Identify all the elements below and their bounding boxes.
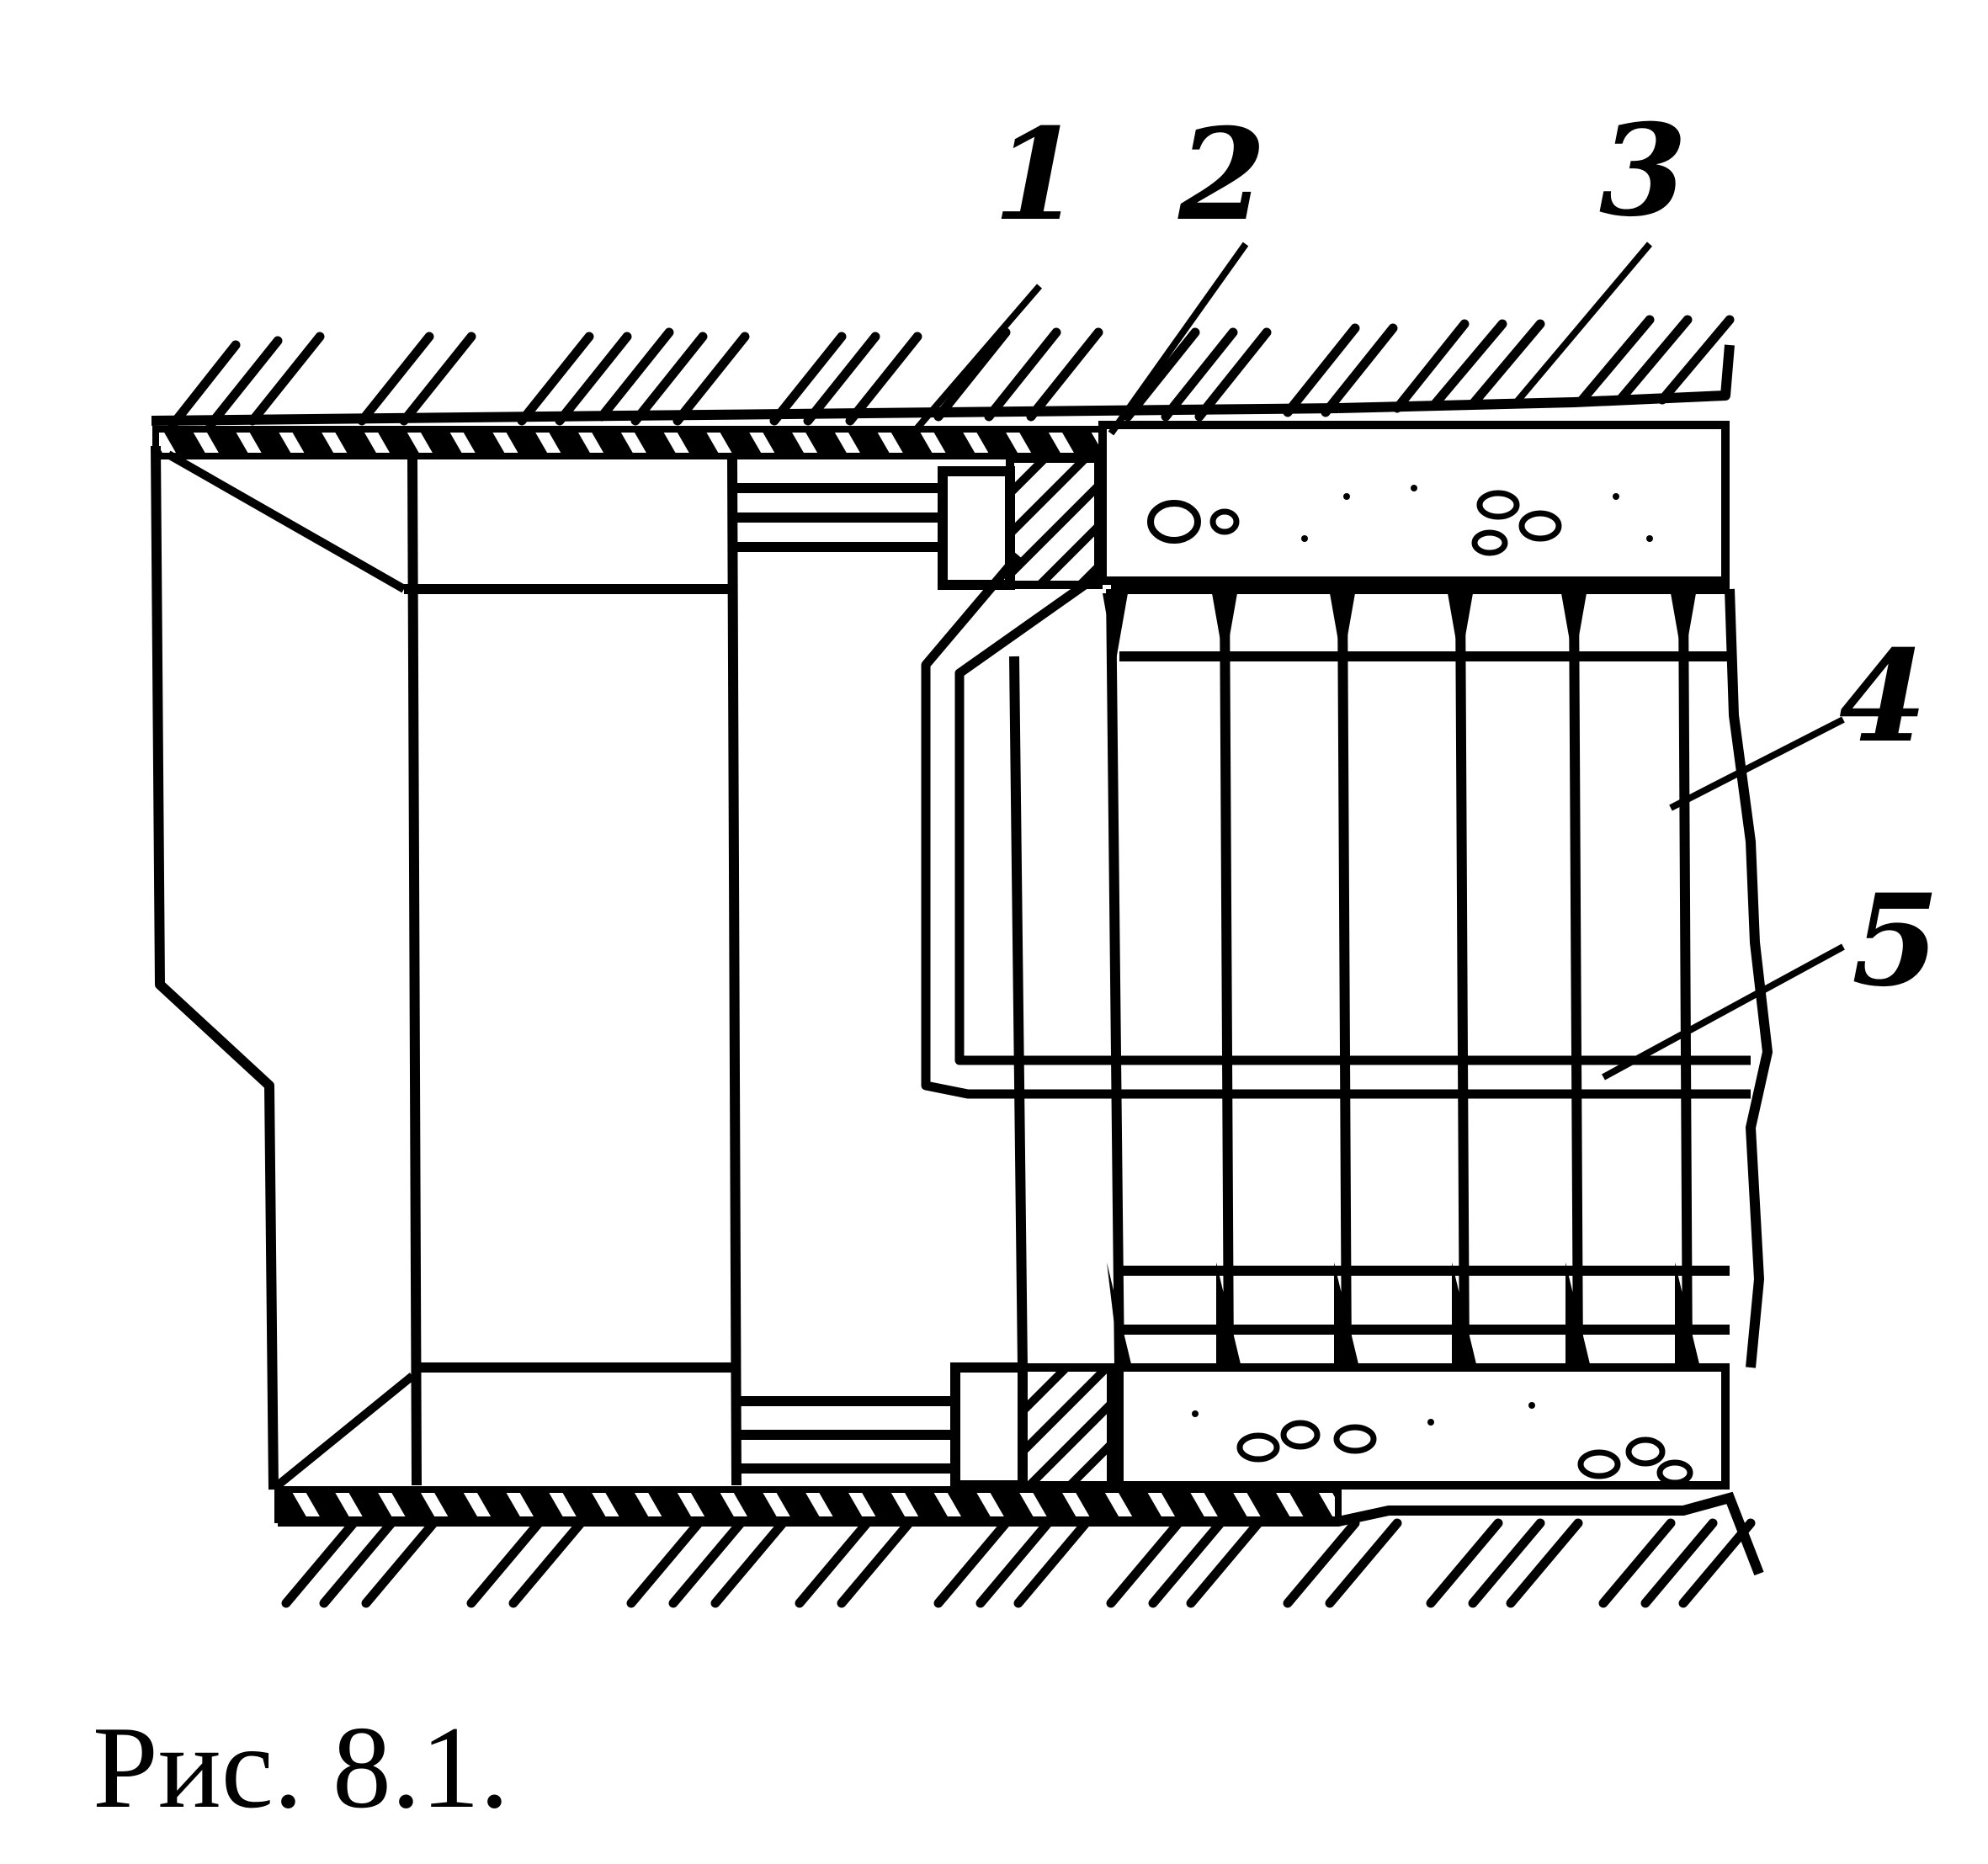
thrust-shoe-bottom bbox=[1018, 1363, 1115, 1490]
formwork-joints bbox=[1103, 593, 1700, 1367]
figure-caption: Рис. 8.1. bbox=[93, 1702, 509, 1833]
leader-lines bbox=[906, 242, 1845, 1081]
callout-4: 4 bbox=[1839, 623, 1927, 771]
shield-outline bbox=[151, 445, 279, 1490]
bottom-ground-hatching bbox=[281, 1518, 1756, 1608]
concrete-lining-bottom bbox=[1115, 1363, 1730, 1490]
bottom-lining-band bbox=[274, 1486, 1342, 1523]
shield-front-chamfer-bottom bbox=[274, 1373, 416, 1489]
form-edge bbox=[1009, 656, 1028, 1368]
top-shell-wall bbox=[151, 344, 1735, 426]
top-ground-hatching bbox=[167, 315, 1735, 430]
callout-5: 5 bbox=[1852, 867, 1939, 1015]
formwork-sections bbox=[1106, 584, 1773, 1368]
concrete-lining-top bbox=[1098, 421, 1730, 585]
callout-2: 2 bbox=[1177, 101, 1266, 249]
shield-front-chamfer bbox=[166, 450, 407, 593]
callout-3: 3 bbox=[1599, 97, 1687, 245]
bottom-shell-wall bbox=[278, 1491, 1764, 1576]
hydraulic-cylinder bbox=[404, 458, 742, 1486]
tie-rod bbox=[921, 552, 1751, 1099]
thrust-shoe-top bbox=[1006, 454, 1103, 589]
callout-1: 1 bbox=[993, 101, 1081, 249]
piston-rod-top bbox=[732, 466, 1015, 590]
piston-rod-bottom bbox=[741, 1362, 1028, 1490]
